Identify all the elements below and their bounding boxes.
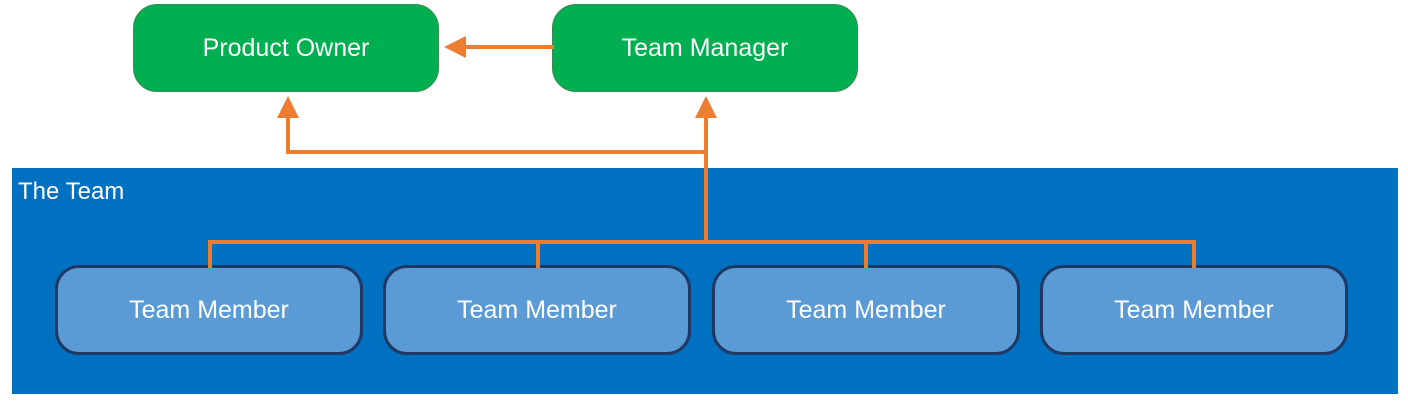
product-owner-label: Product Owner (202, 33, 370, 62)
product-owner-box: Product Owner (133, 4, 439, 92)
team-member-box: Team Member (55, 265, 363, 355)
team-member-box: Team Member (712, 265, 1020, 355)
team-label: The Team (18, 178, 125, 205)
team-member-box: Team Member (1040, 265, 1348, 355)
team-member-box: Team Member (383, 265, 691, 355)
team-to-owner-line (286, 116, 708, 154)
team-manager-box: Team Manager (552, 4, 858, 92)
arrowhead-icon (444, 36, 466, 58)
team-member-label: Team Member (786, 295, 946, 324)
team-member-label: Team Member (1114, 295, 1274, 324)
team-member-label: Team Member (457, 295, 617, 324)
arrowhead-icon (277, 96, 299, 118)
arrowhead-icon (695, 96, 717, 118)
team-manager-label: Team Manager (621, 33, 789, 62)
team-member-label: Team Member (129, 295, 289, 324)
